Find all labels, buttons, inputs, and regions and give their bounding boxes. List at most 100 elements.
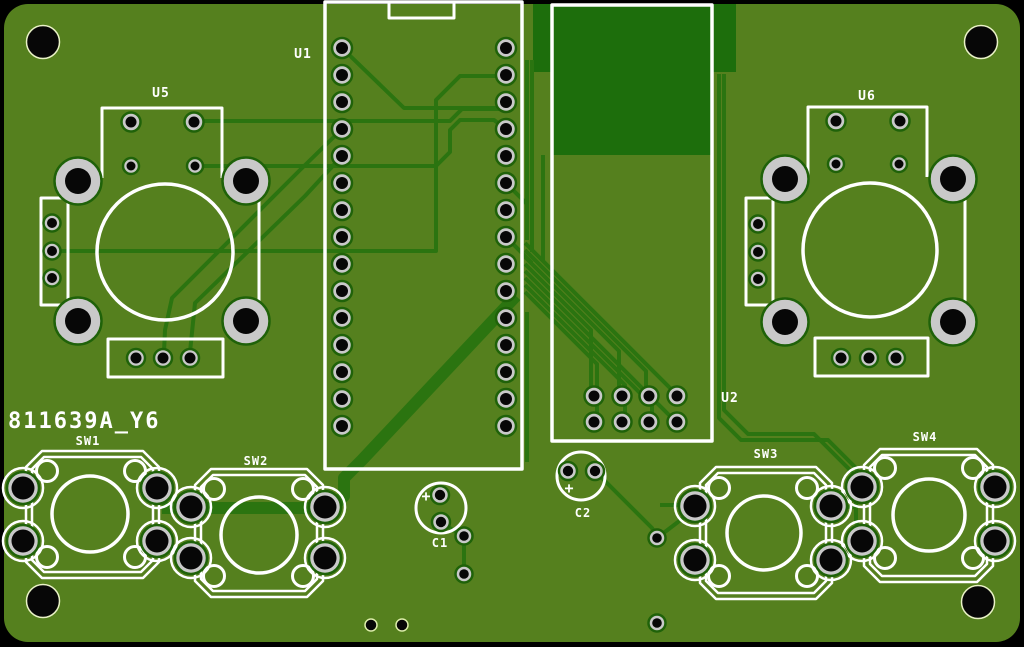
pad-hole [500,231,512,243]
pad-hole [434,489,446,501]
label-sw2: SW2 [244,454,269,468]
silkscreen-circle [873,456,897,480]
pad-hole [125,116,137,128]
pad-hole [753,274,763,284]
drill-hole [395,618,409,632]
board-id-text: 811639A_Y6 [8,409,160,434]
silkscreen-circle [219,495,299,575]
pad-hole [683,548,707,572]
pad-hole [336,420,348,432]
pad-hole [500,258,512,270]
pad-hole [179,546,203,570]
label-u1: U1 [294,47,312,62]
pad-hole [313,495,337,519]
silkscreen-circle [873,546,897,570]
silkscreen-circle [135,466,179,510]
silkscreen-text-layer: 811639A_Y6 U1 U2 U5 U6 SW1 SW2 SW3 SW4 C… [8,47,936,550]
silkscreen-circle [95,182,235,322]
silkscreen-circle [795,564,819,588]
pads-layer [5,36,1013,633]
mounting-hole [960,584,996,620]
pad-hole [894,115,906,127]
pad-hole [772,309,798,335]
pad-hole [336,69,348,81]
silkscreen-circle [35,545,59,569]
silkscreen-circle [291,477,315,501]
pad-hole [850,475,874,499]
pad-hole [65,168,91,194]
pad-hole [336,366,348,378]
pad-hole [500,339,512,351]
silkscreen-circle [725,494,803,572]
pad-hole [500,420,512,432]
silkscreen-circle [123,459,147,483]
pad-hole [588,416,600,428]
pad-hole [671,416,683,428]
pad-hole [435,516,447,528]
silkscreen-circle [840,519,884,563]
silkscreen-circle [973,465,1017,509]
silkscreen-outline [323,0,524,471]
pad-hole [11,476,35,500]
silkscreen-circle [707,476,731,500]
pad-hole [850,529,874,553]
pad-hole [500,177,512,189]
pad-hole [126,161,136,171]
copper-pour [552,4,712,155]
silkscreen-outline [806,105,929,177]
silkscreen-circle [795,476,819,500]
pad-hole [145,476,169,500]
pad-hole [831,159,841,169]
pad-hole [652,533,662,543]
copper-pour-layer [533,4,736,155]
pad-hole [336,339,348,351]
pad-hole [47,246,57,256]
pad-hole [671,390,683,402]
label-sw1: SW1 [76,434,101,448]
silkscreen-circle [50,474,130,554]
pad-hole [336,393,348,405]
silkscreen-circle [291,564,315,588]
silkscreen-outline [387,3,456,20]
silkscreen-circle [891,477,967,553]
silkscreen-circle [1,466,45,510]
trace [55,74,503,253]
pad-hole [47,273,57,283]
pad-hole [336,177,348,189]
pad-hole [65,308,91,334]
pad-hole [500,204,512,216]
pad-hole [336,42,348,54]
mounting-hole [25,583,61,619]
silkscreen-circle [1,519,45,563]
pad-hole [336,204,348,216]
silkscreen-circle [961,546,985,570]
pad-hole [830,115,842,127]
pad-hole [336,150,348,162]
pad-hole [336,123,348,135]
pad-hole [819,494,843,518]
pad-hole [983,475,1007,499]
silkscreen-circle [202,564,226,588]
pad-hole [983,529,1007,553]
pad-hole [500,285,512,297]
silkscreen-circle [135,519,179,563]
pad-hole [940,309,966,335]
silkscreen-circle [202,477,226,501]
drill-hole [364,618,378,632]
silkscreen-outline [100,106,224,178]
pad-hole [588,390,600,402]
pad-hole [500,150,512,162]
label-c2: C2 [575,506,591,520]
label-u6: U6 [858,89,876,104]
pad-hole [683,494,707,518]
pad-hole [336,285,348,297]
c2-plus-mark: + [564,479,573,497]
pad-hole [643,416,655,428]
pad-hole [890,352,902,364]
label-sw3: SW3 [754,447,779,461]
mounting-hole [25,24,61,60]
silkscreen-circle [801,181,939,319]
c1-plus-mark: + [421,487,430,505]
pad-hole [336,258,348,270]
trace [162,127,344,353]
